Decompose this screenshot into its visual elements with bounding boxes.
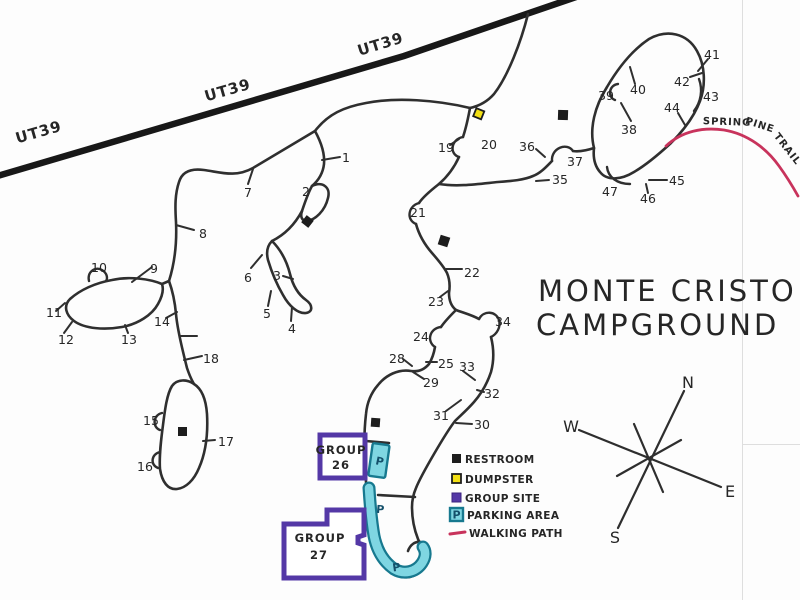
parking-legend-p: P: [452, 509, 460, 522]
site-number-43: 43: [703, 89, 719, 104]
group-27-box: [281, 507, 367, 581]
legend-item-dumpster: DUMPSTER: [451, 473, 534, 486]
group-26-number: 26: [332, 458, 350, 472]
site-number-19: 19: [438, 140, 454, 155]
parking-p-1: P: [374, 454, 385, 468]
site-number-2: 2: [302, 184, 310, 199]
legend-item-walking-path: WALKING PATH: [448, 528, 563, 540]
group-site-legend-icon: [451, 492, 462, 503]
site-number-3: 3: [273, 268, 281, 283]
highway-label-1: UT39: [13, 117, 63, 147]
site-number-12: 12: [58, 332, 74, 347]
legend-item-group-site: GROUP SITE: [451, 492, 540, 505]
site-number-35: 35: [552, 172, 568, 187]
walking-path-legend-icon: [448, 530, 467, 536]
site-number-6: 6: [244, 270, 252, 285]
map-title: MONTE CRISTO CAMPGROUND: [536, 274, 797, 342]
site-number-11: 11: [46, 305, 62, 320]
facility-markers: [178, 107, 569, 436]
group-site-27: GROUP 27: [281, 507, 367, 581]
site-number-9: 9: [150, 261, 158, 276]
group-27-name: GROUP: [295, 531, 346, 545]
restroom-icon-site2: [301, 215, 314, 228]
site-number-28: 28: [389, 351, 405, 366]
site-number-17: 17: [218, 434, 234, 449]
legend-label-parking: PARKING AREA: [467, 510, 560, 522]
site-number-34: 34: [495, 314, 511, 329]
trail-label-pine: PINE: [744, 116, 776, 136]
site-number-36: 36: [519, 139, 535, 154]
site-number-5: 5: [263, 306, 271, 321]
site-number-32: 32: [484, 386, 500, 401]
site-number-4: 4: [288, 321, 296, 336]
title-line-1: MONTE CRISTO: [538, 274, 797, 308]
group-26-box: [317, 432, 368, 481]
site-number-20: 20: [481, 137, 497, 152]
restroom-icon-north: [557, 109, 569, 121]
group-27-number: 27: [310, 548, 328, 562]
site-number-7: 7: [244, 185, 252, 200]
site-number-39: 39: [598, 88, 614, 103]
parking-area-small: [367, 442, 391, 479]
map-legend: RESTROOM DUMPSTER GROUP SITE P PARKING A…: [448, 454, 563, 540]
dumpster-legend-icon: [451, 473, 462, 484]
legend-label-restroom: RESTROOM: [465, 454, 535, 466]
site-number-47: 47: [602, 184, 618, 199]
site-number-15: 15: [143, 413, 159, 428]
site-number-10: 10: [91, 260, 107, 275]
parking-p-3: P: [392, 561, 402, 575]
compass-w: W: [563, 417, 579, 436]
group-site-26: GROUP 26: [316, 432, 368, 481]
legend-item-restroom: RESTROOM: [452, 454, 535, 466]
site-number-21: 21: [410, 205, 426, 220]
site-number-25: 25: [438, 356, 454, 371]
restroom-icon-south: [370, 417, 381, 428]
restroom-icon-site15: [178, 427, 187, 436]
compass-n: N: [682, 373, 694, 392]
site-number-30: 30: [474, 417, 490, 432]
site-number-41: 41: [704, 47, 720, 62]
group-26-name: GROUP: [316, 443, 367, 457]
site-number-37: 37: [567, 154, 583, 169]
site-number-46: 46: [640, 191, 656, 206]
site-number-45: 45: [669, 173, 685, 188]
parking-p-2: P: [376, 503, 385, 517]
site-number-23: 23: [428, 294, 444, 309]
site-number-33: 33: [459, 359, 475, 374]
restroom-icon-site21: [437, 234, 451, 248]
legend-label-dumpster: DUMPSTER: [465, 474, 534, 486]
site-number-29: 29: [423, 375, 439, 390]
title-line-2: CAMPGROUND: [536, 308, 779, 342]
site-number-1: 1: [342, 150, 350, 165]
legend-item-parking: P PARKING AREA: [448, 506, 560, 523]
site-number-44: 44: [664, 100, 680, 115]
site-number-31: 31: [433, 408, 449, 423]
legend-label-group-site: GROUP SITE: [465, 493, 540, 505]
site-number-22: 22: [464, 265, 480, 280]
site-number-18: 18: [203, 351, 219, 366]
site-number-16: 16: [137, 459, 153, 474]
site-number-13: 13: [121, 332, 137, 347]
parking-legend-icon: [448, 506, 465, 523]
highway-ut39: UT39 UT39 UT39: [0, 0, 578, 179]
compass-s: S: [610, 528, 620, 547]
restroom-legend-icon: [452, 454, 461, 463]
site-number-38: 38: [621, 122, 637, 137]
site-number-40: 40: [630, 82, 646, 97]
compass-e: E: [725, 482, 735, 501]
site-ticks: [55, 58, 709, 442]
site-number-24: 24: [413, 329, 429, 344]
site-number-14: 14: [154, 314, 170, 329]
parking-areas: P P P: [362, 442, 432, 579]
compass-rose: N S W E: [563, 373, 735, 547]
dumpster-icon: [472, 107, 486, 121]
trail-label-spring: SPRING: [703, 116, 752, 129]
site-number-42: 42: [674, 74, 690, 89]
parking-area-strip: [362, 481, 432, 579]
site-number-8: 8: [199, 226, 207, 241]
legend-label-walking-path: WALKING PATH: [469, 528, 563, 540]
